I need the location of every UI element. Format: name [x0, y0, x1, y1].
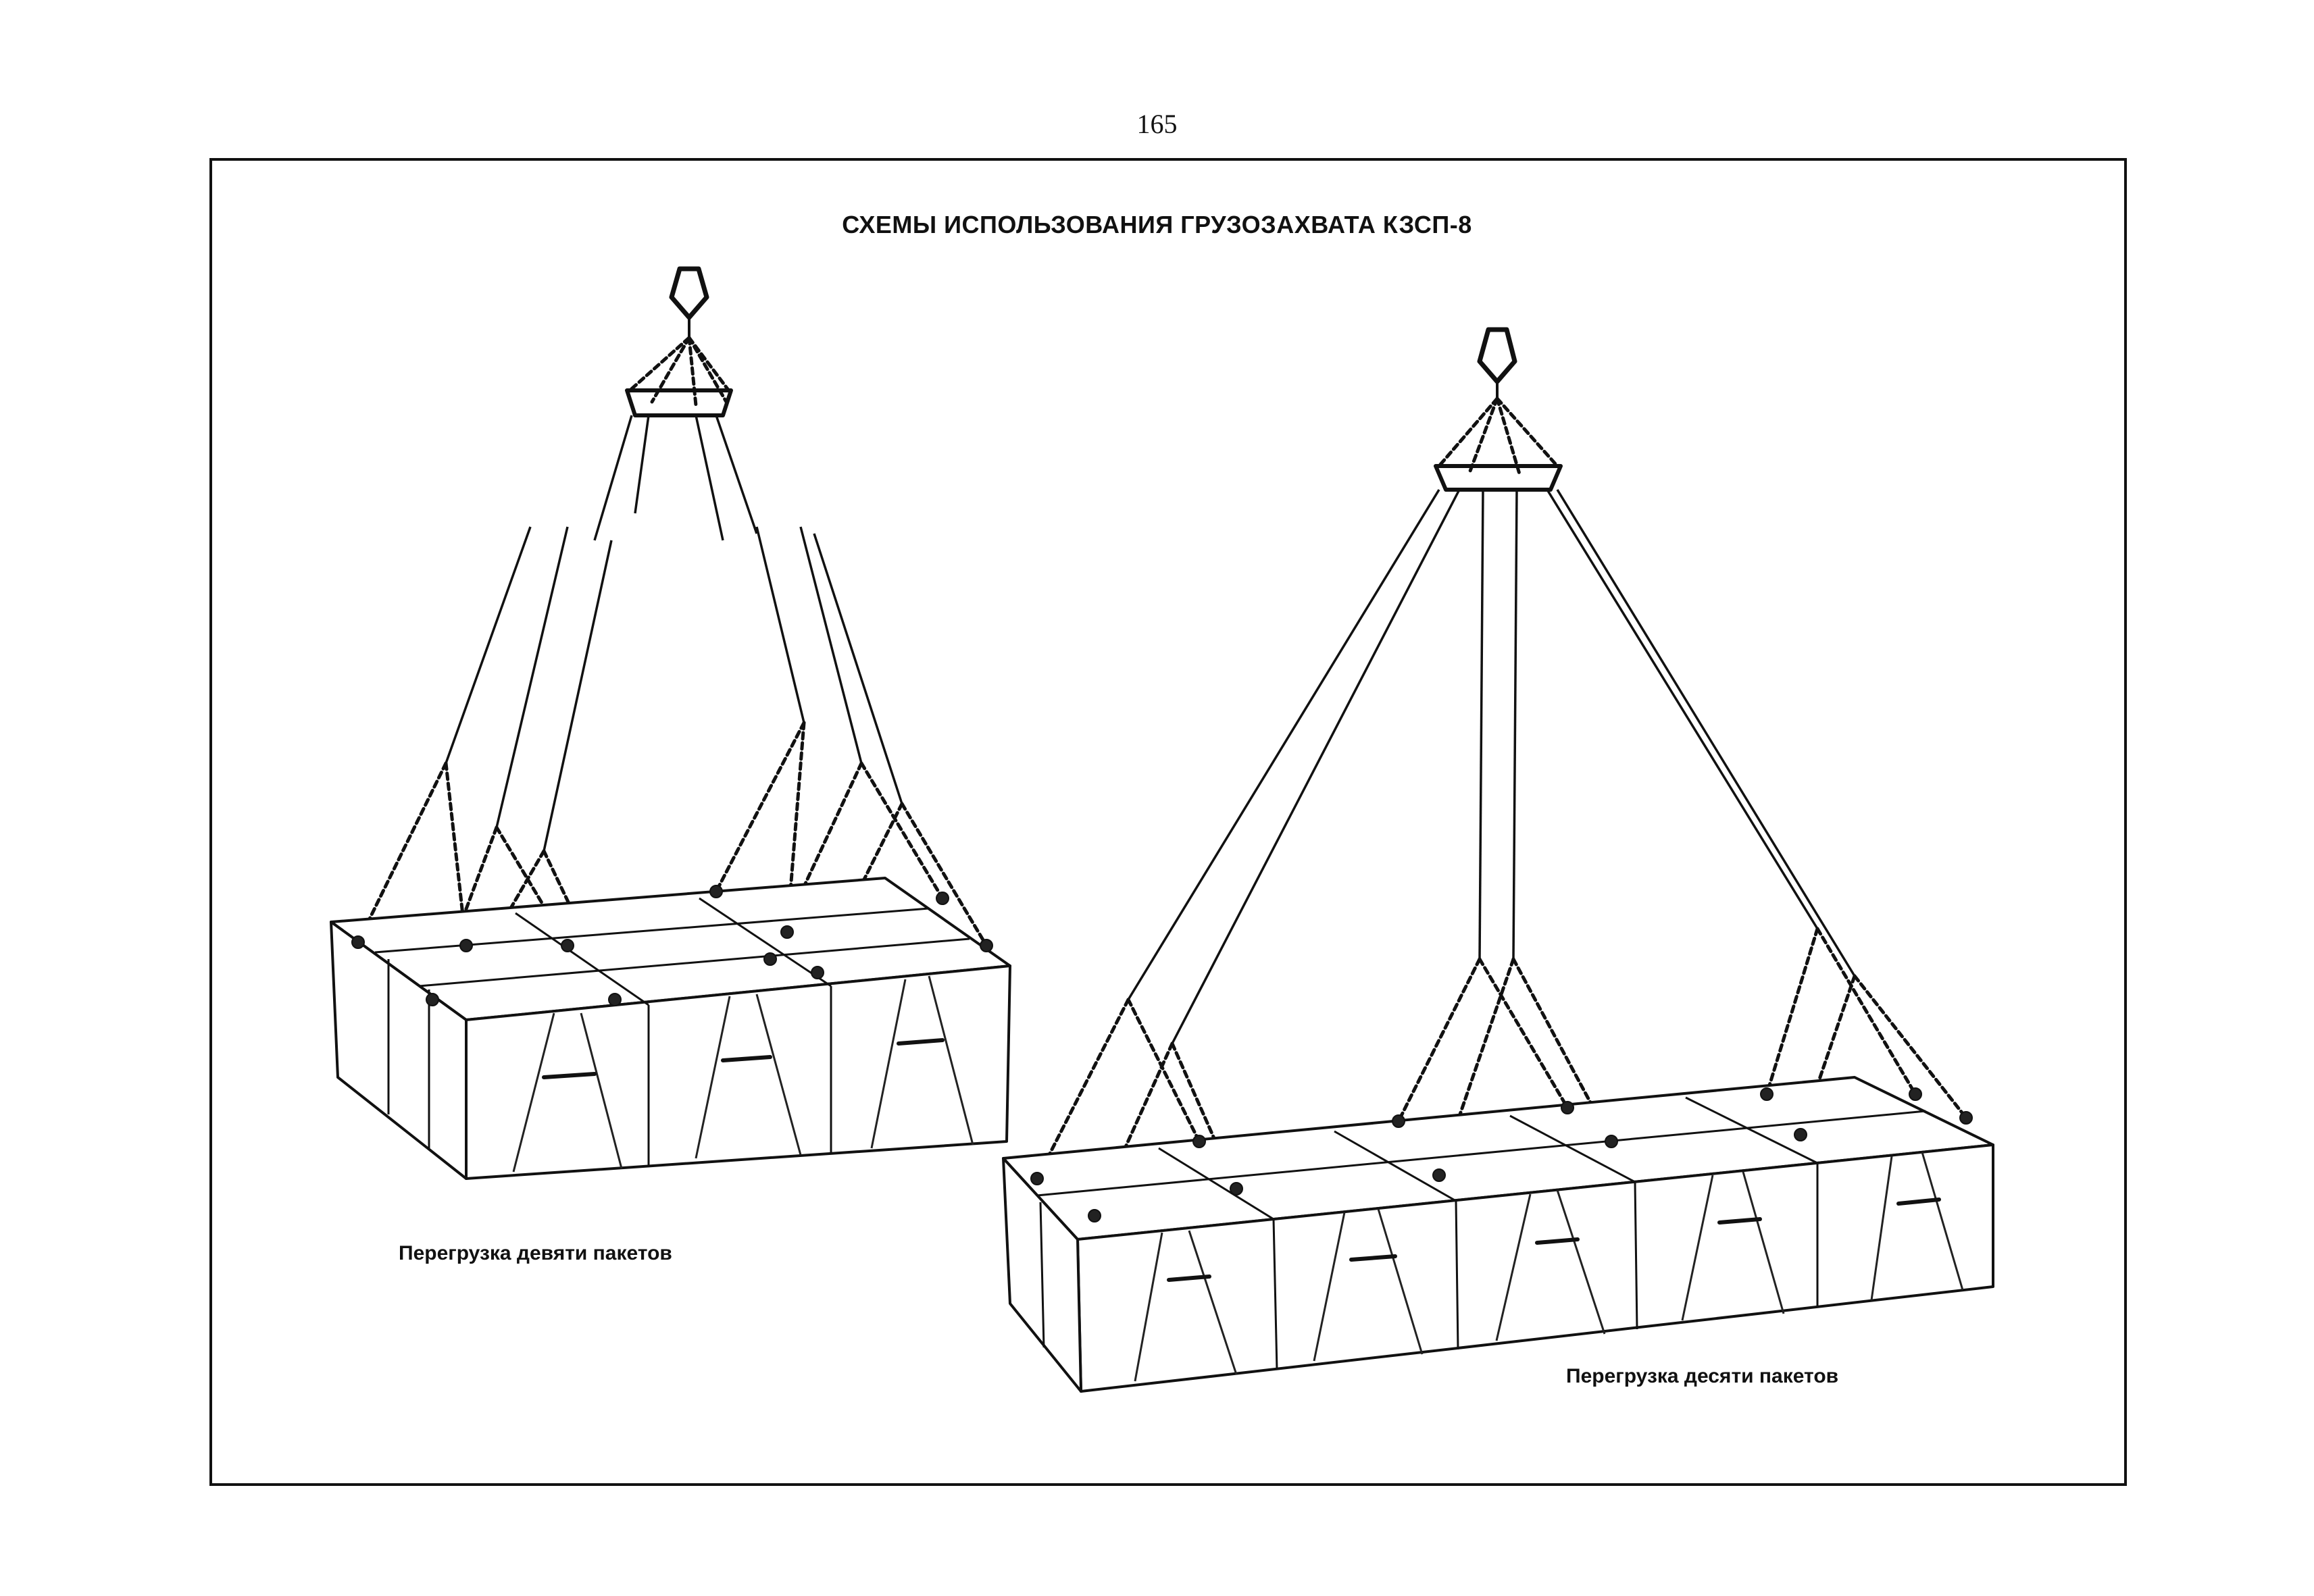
caption-nine-packages: Перегрузка девяти пакетов	[399, 1242, 672, 1264]
sheet-title: СХЕМЫ ИСПОЛЬЗОВАНИЯ ГРУЗОЗАХВАТА КЗСП-8	[842, 211, 1472, 238]
page-number: 165	[1136, 109, 1178, 139]
caption-ten-packages: Перегрузка десяти пакетов	[1566, 1365, 1839, 1387]
crane-ring-right	[1477, 327, 1517, 400]
crane-ring-left	[669, 266, 709, 339]
figure-frame	[209, 158, 2127, 1486]
